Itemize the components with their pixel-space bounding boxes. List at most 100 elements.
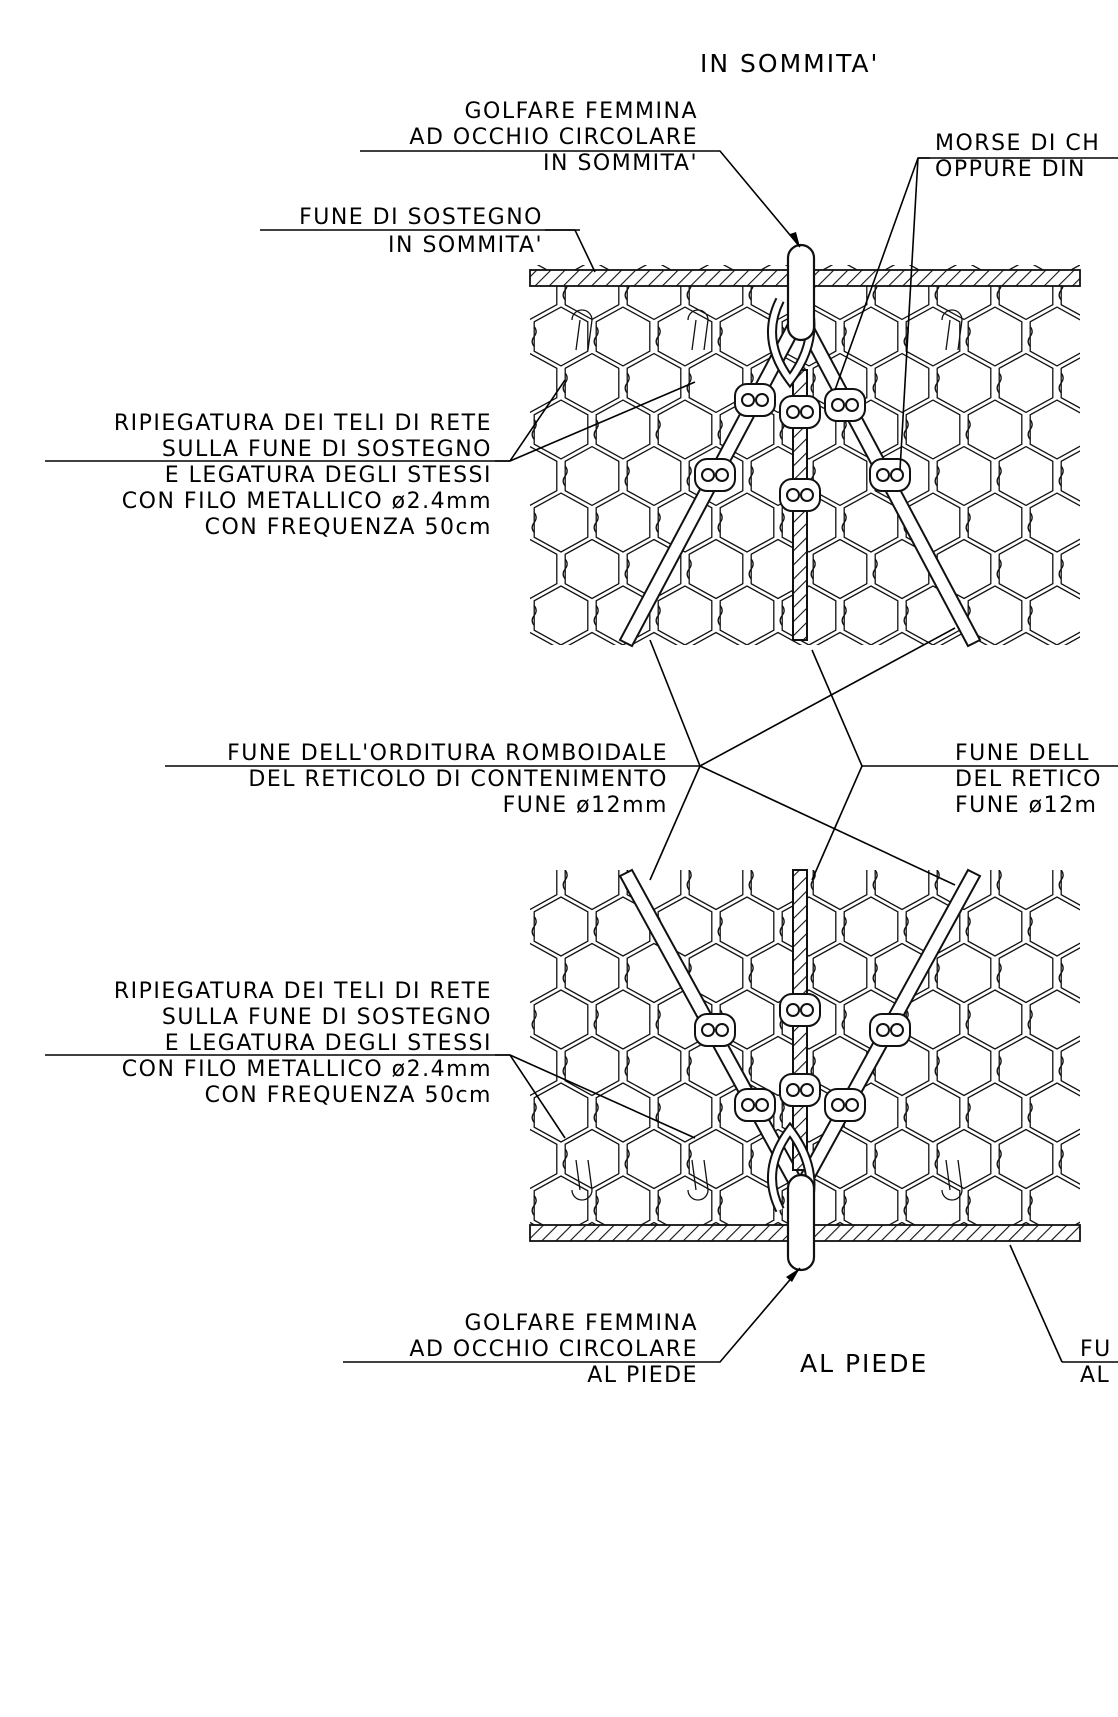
label-line: FUNE DI SOSTEGNO <box>299 205 543 230</box>
mesh-twist <box>501 652 505 672</box>
mesh-cell <box>936 538 992 600</box>
mesh-twist <box>439 280 443 300</box>
mesh-twist <box>965 326 971 347</box>
mesh-twist <box>872 558 878 580</box>
mesh-twist <box>903 916 909 937</box>
mesh-twist <box>625 652 629 672</box>
mesh-twist <box>655 1102 661 1123</box>
mesh-twist <box>501 1056 505 1076</box>
mesh-cell <box>688 445 744 507</box>
mesh-twist <box>841 419 847 440</box>
mesh-twist <box>934 1055 940 1077</box>
clamp-bolt <box>831 1098 845 1112</box>
mesh-twist <box>686 558 692 580</box>
label-line: MORSE DI CH <box>935 131 1100 156</box>
mesh-cell <box>657 896 713 957</box>
mesh-cell <box>595 306 651 367</box>
label-eyebolt-top: GOLFARE FEMMINA AD OCCHIO CIRCOLARE IN S… <box>360 99 801 248</box>
mesh-cell <box>564 1128 620 1190</box>
eyebolt-top-icon <box>786 243 816 342</box>
mesh-cell <box>936 1035 992 1097</box>
mesh-cell <box>533 989 589 1050</box>
mesh-cell <box>441 1223 495 1282</box>
mesh-cell <box>812 942 868 1004</box>
wire-clamps-top <box>694 383 911 512</box>
mesh-twist <box>903 1195 909 1216</box>
rhomboid-cables-top <box>618 297 982 648</box>
mesh-cell <box>1064 636 1080 645</box>
mesh-twist <box>842 1289 846 1309</box>
label-line: IN SOMMITA' <box>388 233 543 258</box>
mesh-twist <box>873 1242 877 1262</box>
mesh-cell <box>719 492 775 553</box>
mesh-cell <box>688 870 744 911</box>
label-clamps-top: MORSE DI CH OPPURE DIN <box>834 131 1118 471</box>
mesh-twist <box>1058 1055 1064 1077</box>
mesh-cell <box>692 631 740 645</box>
mesh-cell <box>533 492 589 553</box>
mesh-twist <box>562 372 568 394</box>
wire-ties-bottom <box>571 1159 963 1201</box>
mesh-twist <box>749 1242 753 1262</box>
mesh-twist <box>655 326 661 347</box>
mesh-cell <box>1029 1082 1080 1143</box>
mesh-cell <box>530 1128 558 1190</box>
mesh-twist <box>562 1148 568 1170</box>
mesh-twist <box>965 512 971 533</box>
mesh-twist <box>748 962 754 984</box>
mesh-cell <box>1060 1040 1080 1092</box>
mesh-twist <box>903 605 909 626</box>
label-line: FUNE ø12m <box>955 793 1098 818</box>
mesh-cell <box>719 896 775 957</box>
mesh-cell <box>1060 450 1080 502</box>
mesh-twist <box>810 962 816 984</box>
mesh-twist <box>470 917 474 937</box>
mesh-cell <box>754 631 802 645</box>
mesh-cell <box>1092 493 1118 552</box>
mesh-cell <box>441 261 495 320</box>
mesh-cell <box>1092 897 1118 956</box>
mesh-twist <box>934 1148 940 1170</box>
mesh-twist <box>531 1195 537 1216</box>
mesh-twist <box>470 1196 474 1216</box>
mesh-twist <box>501 466 505 486</box>
mesh-twist <box>624 1148 630 1170</box>
mesh-cell <box>1060 870 1080 906</box>
mesh-twist <box>1090 1103 1094 1123</box>
clamp-bolt <box>786 1083 800 1097</box>
mesh-cell <box>688 942 744 1004</box>
mesh-cell <box>781 492 837 553</box>
mesh-twist <box>1058 870 1064 891</box>
eyebolt-bottom-icon <box>786 1173 816 1272</box>
label-fold-bottom: RIPIEGATURA DEI TELI DI RETE SULLA FUNE … <box>45 979 696 1139</box>
mesh-cell <box>533 399 589 460</box>
label-line: CON FREQUENZA 50cm <box>205 515 492 540</box>
mesh-twist <box>531 1009 537 1030</box>
clamp-bolt <box>786 405 800 419</box>
mesh-twist <box>687 652 691 672</box>
mesh-twist <box>717 326 723 347</box>
mesh-twist <box>965 1009 971 1030</box>
label-line: IN SOMMITA' <box>543 151 698 176</box>
mesh-twist <box>934 870 940 891</box>
mesh-twist <box>624 465 630 487</box>
mesh-cell <box>595 989 651 1050</box>
mesh-cell <box>812 1128 868 1190</box>
mesh-cell <box>719 989 775 1050</box>
mesh-twist <box>593 1195 599 1216</box>
label-line: AL <box>1080 1363 1110 1388</box>
mesh-twist <box>841 605 847 626</box>
mesh-cell <box>657 585 713 645</box>
clamp-bolt <box>800 1003 814 1017</box>
mesh-cell <box>843 306 899 367</box>
mesh-twist <box>501 373 505 393</box>
mesh-cell <box>530 352 558 414</box>
mesh-cell <box>441 1130 495 1189</box>
mesh-cell <box>530 942 558 1004</box>
mesh-twist <box>904 1289 908 1309</box>
mesh-twist <box>872 870 878 891</box>
mesh-twist <box>562 870 568 891</box>
mesh-cell <box>936 870 992 911</box>
mesh-twist <box>1090 1196 1094 1216</box>
